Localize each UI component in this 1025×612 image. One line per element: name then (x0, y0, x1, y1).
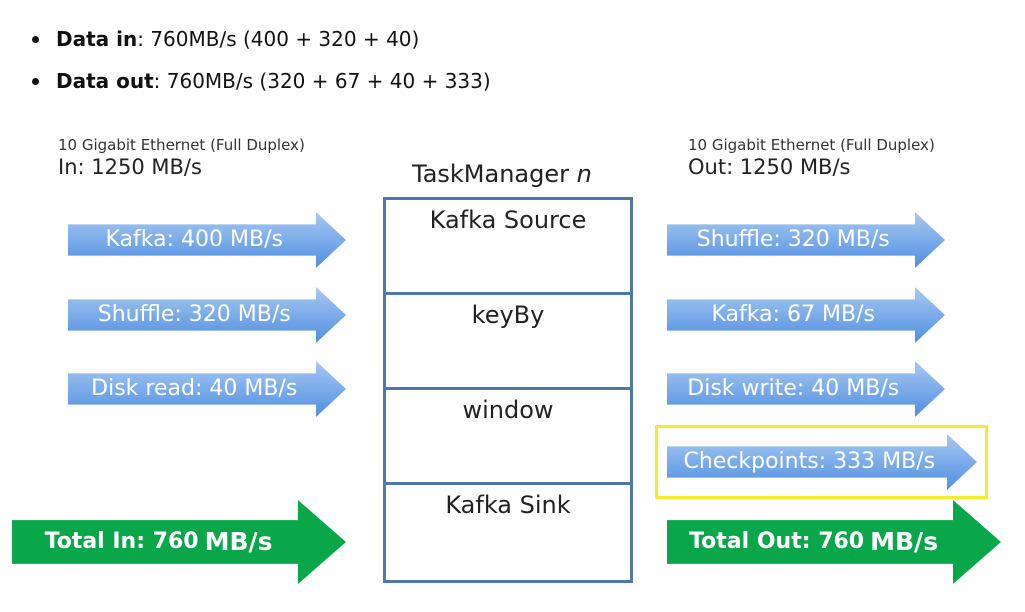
operator-kafka-sink: Kafka Sink (445, 491, 571, 519)
right-ethernet-capacity: Out: 1250 MB/s (688, 155, 851, 179)
arrow-shape-icon (667, 500, 1001, 584)
arrow-shape-icon (68, 287, 346, 343)
output-arrow-kafka-label: Kafka: 67 MB/s (711, 302, 875, 328)
taskmanager-box: Kafka Source keyBy window Kafka Sink (383, 197, 633, 583)
bullet-data-in: Data in: 760MB/s (400 + 320 + 40) (30, 18, 491, 60)
output-arrow-shuffle: Shuffle: 320 MB/s (667, 212, 945, 268)
right-ethernet-label: 10 Gigabit Ethernet (Full Duplex) Out: 1… (688, 136, 935, 180)
output-arrow-checkpoints: Checkpoints: 333 MB/s (667, 434, 977, 490)
arrow-shape-icon (68, 212, 346, 268)
input-arrow-disk-read-label: Disk read: 40 MB/s (91, 376, 298, 402)
operator-kafka-source: Kafka Source (386, 200, 630, 295)
output-arrow-kafka: Kafka: 67 MB/s (667, 287, 945, 343)
summary-bullets: Data in: 760MB/s (400 + 320 + 40) Data o… (30, 18, 491, 102)
input-arrow-kafka-label: Kafka: 400 MB/s (105, 227, 283, 253)
arrow-shape-icon (667, 212, 945, 268)
arrow-shape-icon (667, 361, 945, 417)
left-ethernet-label: 10 Gigabit Ethernet (Full Duplex) In: 12… (58, 136, 305, 180)
input-arrow-shuffle-label: Shuffle: 320 MB/s (97, 302, 291, 328)
arrow-shape-icon (667, 434, 977, 490)
left-ethernet-sub: 10 Gigabit Ethernet (Full Duplex) (58, 136, 305, 154)
operator-keyby: keyBy (386, 295, 630, 390)
right-ethernet-sub: 10 Gigabit Ethernet (Full Duplex) (688, 136, 935, 154)
bullet-data-out: Data out: 760MB/s (320 + 67 + 40 + 333) (30, 60, 491, 102)
output-arrow-shuffle-label: Shuffle: 320 MB/s (696, 227, 890, 253)
input-arrow-disk-read: Disk read: 40 MB/s (68, 361, 346, 417)
arrow-shape-icon (68, 361, 346, 417)
left-ethernet-capacity: In: 1250 MB/s (58, 155, 202, 179)
arrow-shape-icon (667, 287, 945, 343)
taskmanager-title: TaskManager n (412, 160, 592, 188)
operator-window: window (386, 390, 630, 485)
input-arrow-kafka: Kafka: 400 MB/s (68, 212, 346, 268)
output-arrow-disk-write: Disk write: 40 MB/s (667, 361, 945, 417)
output-arrow-disk-write-label: Disk write: 40 MB/s (687, 376, 900, 402)
arrow-shape-icon (12, 500, 346, 584)
checkpoints-highlight-box (655, 425, 988, 499)
input-arrow-shuffle: Shuffle: 320 MB/s (68, 287, 346, 343)
output-arrow-checkpoints-label: Checkpoints: 333 MB/s (683, 449, 936, 475)
